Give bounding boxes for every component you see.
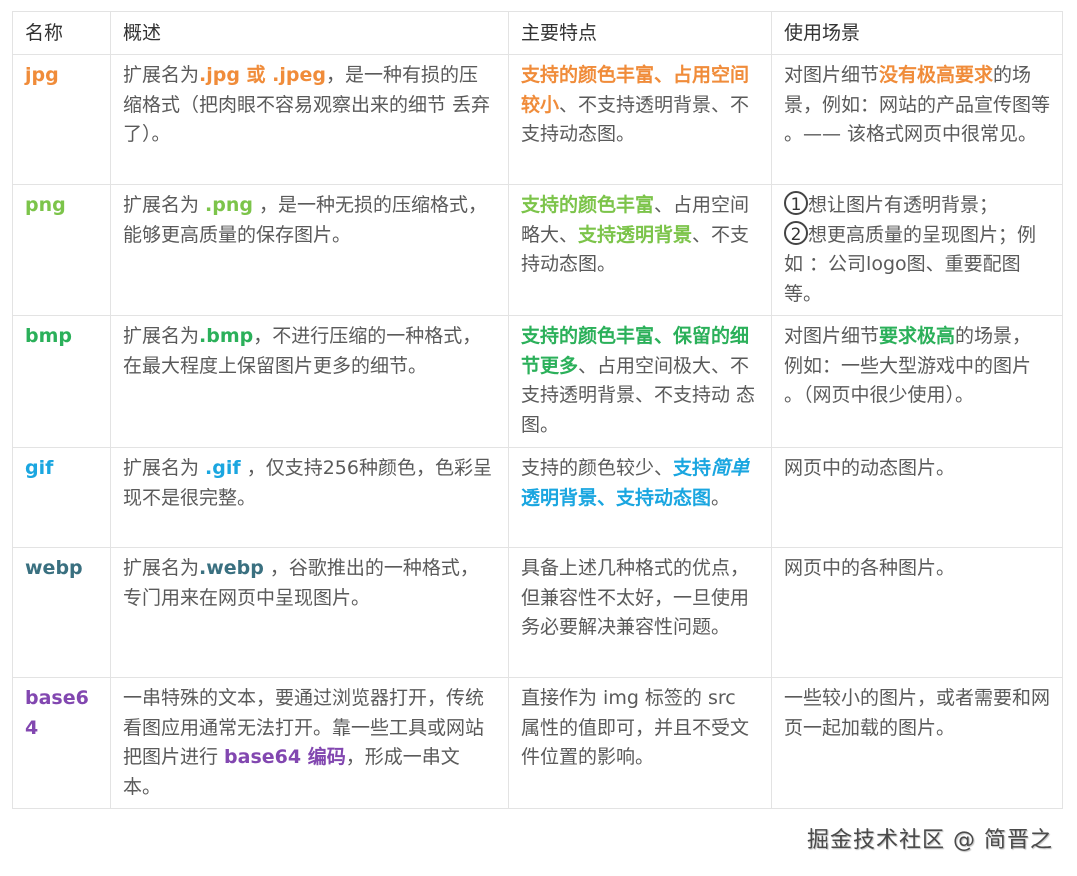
cell-name: png xyxy=(12,184,111,316)
highlight: .gif xyxy=(205,457,241,479)
table-row-webp: webp 扩展名为.webp ，谷歌推出的一种格式，专门用来在网页中呈现图片。 … xyxy=(12,547,1063,678)
text: 支持的颜色较少、 xyxy=(521,457,674,479)
cell-overview: 扩展名为.webp ，谷歌推出的一种格式，专门用来在网页中呈现图片。 xyxy=(110,547,509,678)
text: 扩展名为 xyxy=(123,457,206,479)
cell-overview: 扩展名为.jpg 或 .jpeg，是一种有损的压缩格式（把肉眼不容易观察出来的细… xyxy=(110,54,509,185)
table-row-gif: gif 扩展名为 .gif ，仅支持256种颜色，色彩呈现不是很完整。 支持的颜… xyxy=(12,447,1063,548)
cell-usage: 网页中的各种图片。 xyxy=(771,547,1063,678)
cell-name: bmp xyxy=(12,315,111,448)
text: 扩展名为 xyxy=(123,325,200,347)
text: 、不支持透明背景、不支持动态图。 xyxy=(521,93,750,146)
text: 网页中的动态图片。 xyxy=(784,457,956,479)
highlight: 支持的颜色丰富、占用空间较小 xyxy=(521,64,750,116)
text: ，谷歌推出的一种格式，专门用来在网页中呈现图片。 xyxy=(123,557,479,609)
highlight-italic: 简单 xyxy=(711,457,750,479)
highlight: 没有极高要求 xyxy=(879,64,994,86)
cell-features: 支持的颜色丰富、占用空间较小、不支持透明背景、不支持动态图。 xyxy=(508,54,772,185)
text: 一些较小的图片，或者需要和网页一起加载的图片。 xyxy=(784,687,1051,739)
cell-overview: 一串特殊的文本，要通过浏览器打开，传统看图应用通常无法打开。靠一些工具或网站把图… xyxy=(110,677,509,809)
text: ，是一种无损的压缩格式，能够更高质量的保存图片。 xyxy=(123,194,488,246)
text: 想让图片有透明背景； xyxy=(808,194,999,216)
text: ，不进行压缩的一种格式，在最大程度上保留图片更多的细节。 xyxy=(123,325,482,377)
header-features: 主要特点 xyxy=(508,11,772,55)
text: ，是一种有损的压缩格式（把肉眼不容易观察出来的细节 丢弃了）。 xyxy=(123,64,491,145)
image-format-table: 名称 概述 主要特点 使用场景 jpg 扩展名为.jpg 或 .jpeg，是一种… xyxy=(12,11,1063,809)
cell-overview: 扩展名为 .png ，是一种无损的压缩格式，能够更高质量的保存图片。 xyxy=(110,184,509,316)
highlight: 透明背景、支持动态图 xyxy=(521,486,712,509)
table-row-png: png 扩展名为 .png ，是一种无损的压缩格式，能够更高质量的保存图片。 支… xyxy=(12,184,1063,316)
cell-features: 直接作为 img 标签的 src 属性的值即可，并且不受文件位置的影响。 xyxy=(508,677,772,809)
cell-features: 支持的颜色丰富、占用空间略大、支持透明背景、不支持动态图。 xyxy=(508,184,772,316)
text: 。 xyxy=(711,486,731,509)
header-overview: 概述 xyxy=(110,11,509,55)
highlight: .bmp xyxy=(199,325,254,347)
text: 扩展名为 xyxy=(123,64,200,86)
format-name: gif xyxy=(25,457,54,479)
table-row-bmp: bmp 扩展名为.bmp，不进行压缩的一种格式，在最大程度上保留图片更多的细节。… xyxy=(12,315,1063,448)
highlight: 支持 xyxy=(673,457,712,479)
cell-name: base64 xyxy=(12,677,111,809)
highlight: 支持的颜色丰富 xyxy=(521,194,655,216)
text: 想更高质量的呈现图片；例如 ：公司logo图、重要配图等。 xyxy=(784,223,1037,305)
cell-usage: 对图片细节要求极高的场景，例如：一些大型游戏中的图片 。（网页中很少使用）。 xyxy=(771,315,1063,448)
text: 的场景，例如：一些大型游戏中的图片 。（网页中很少使用）。 xyxy=(784,325,1032,406)
highlight: .jpg 或 .jpeg xyxy=(199,64,326,86)
text: 的场景，例如：网站的产品宣传图等 。—— 该格式网页中很常见。 xyxy=(784,64,1051,145)
text: ，形成一串文本。 xyxy=(123,746,460,798)
text: 具备上述几种格式的优点，但兼容性不太好，一旦使用务必要解决兼容性问题。 xyxy=(521,557,750,638)
text: 对图片细节 xyxy=(784,325,880,347)
table-header-row: 名称 概述 主要特点 使用场景 xyxy=(12,11,1063,55)
cell-overview: 扩展名为 .gif ，仅支持256种颜色，色彩呈现不是很完整。 xyxy=(110,447,509,548)
text: 、占用空间略大、 xyxy=(521,194,750,246)
highlight: .webp xyxy=(199,557,264,579)
format-name: png xyxy=(25,194,66,216)
text: 、不支持动态图。 xyxy=(521,223,750,276)
highlight: 支持的颜色丰富、保留的细节更多 xyxy=(521,325,750,377)
cell-usage: 对图片细节没有极高要求的场景，例如：网站的产品宣传图等 。—— 该格式网页中很常… xyxy=(771,54,1063,185)
circled-number-icon: 2 xyxy=(784,220,808,245)
text: 直接作为 img 标签的 src 属性的值即可，并且不受文件位置的影响。 xyxy=(521,687,750,768)
header-name: 名称 xyxy=(12,11,111,55)
text: 、占用空间极大、不支持透明背景、不支持动 态图。 xyxy=(521,354,756,436)
circled-number-icon: 1 xyxy=(784,191,808,215)
cell-usage: 一些较小的图片，或者需要和网页一起加载的图片。 xyxy=(771,677,1063,809)
text: ，仅支持256种颜色，色彩呈现不是很完整。 xyxy=(123,457,492,509)
cell-name: gif xyxy=(12,447,111,548)
format-name: webp xyxy=(25,557,83,579)
watermark: 掘金技术社区 @ 简晋之 xyxy=(807,828,1053,853)
table-row-base64: base64 一串特殊的文本，要通过浏览器打开，传统看图应用通常无法打开。靠一些… xyxy=(12,677,1063,809)
highlight: .png xyxy=(205,194,253,216)
highlight: 支持透明背景 xyxy=(578,223,693,246)
table-row-jpg: jpg 扩展名为.jpg 或 .jpeg，是一种有损的压缩格式（把肉眼不容易观察… xyxy=(12,54,1063,185)
cell-features: 支持的颜色较少、支持简单 透明背景、支持动态图。 xyxy=(508,447,772,548)
header-usage: 使用场景 xyxy=(771,11,1063,55)
format-name: bmp xyxy=(25,325,72,347)
text: 一串特殊的文本，要通过浏览器打开，传统看图应用通常无法打开。靠一些工具或网站把图… xyxy=(123,687,485,768)
highlight: base64 编码 xyxy=(224,746,346,768)
cell-features: 具备上述几种格式的优点，但兼容性不太好，一旦使用务必要解决兼容性问题。 xyxy=(508,547,772,678)
cell-features: 支持的颜色丰富、保留的细节更多、占用空间极大、不支持透明背景、不支持动 态图。 xyxy=(508,315,772,448)
text: 网页中的各种图片。 xyxy=(784,557,956,579)
cell-overview: 扩展名为.bmp，不进行压缩的一种格式，在最大程度上保留图片更多的细节。 xyxy=(110,315,509,448)
cell-usage: 网页中的动态图片。 xyxy=(771,447,1063,548)
text: 扩展名为 xyxy=(123,557,200,579)
text: 扩展名为 xyxy=(123,194,206,216)
text: 对图片细节 xyxy=(784,64,880,86)
cell-name: webp xyxy=(12,547,111,678)
format-name: jpg xyxy=(25,64,59,86)
highlight: 要求极高 xyxy=(879,325,956,347)
cell-name: jpg xyxy=(12,54,111,185)
format-name: base64 xyxy=(25,687,89,739)
